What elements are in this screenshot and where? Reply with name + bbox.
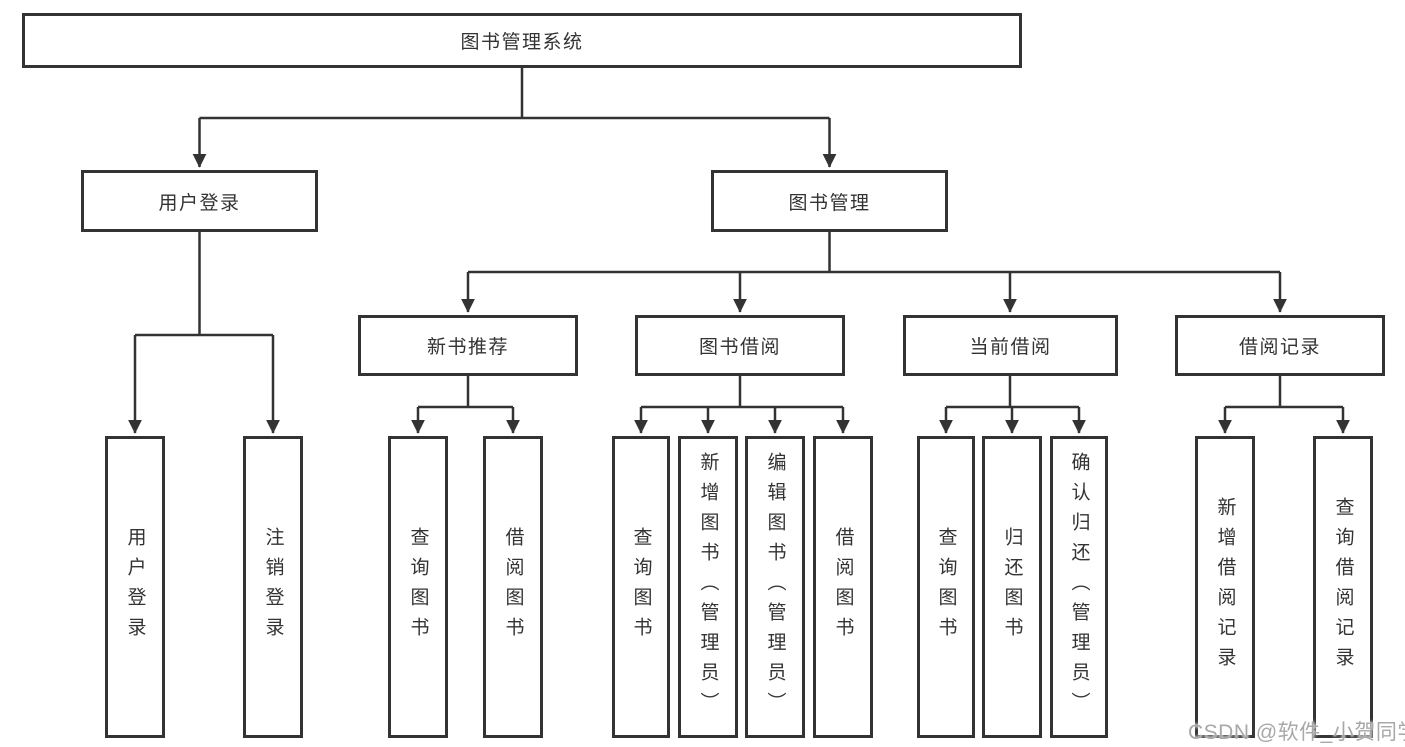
node-leaf-return-books-label: 归还图书 — [1001, 527, 1023, 647]
connector-borrow-record-children — [1218, 407, 1350, 434]
node-root-system: 图书管理系统 — [22, 13, 1022, 68]
connector-root-to-level1 — [192, 118, 837, 168]
node-leaf-query-books-borrow: 查询图书 — [612, 436, 670, 738]
node-leaf-user-login: 用户登录 — [105, 436, 165, 738]
connector-user-login-children — [128, 335, 280, 434]
node-root-system-label: 图书管理系统 — [460, 32, 584, 53]
node-borrow-record-label: 借阅记录 — [1238, 337, 1321, 358]
node-leaf-borrow-books-rec: 借阅图书 — [483, 436, 543, 738]
node-book-management-label: 图书管理 — [788, 192, 871, 214]
node-leaf-add-books-admin: 新增图书（管理员） — [678, 436, 738, 738]
node-leaf-user-login-label: 用户登录 — [124, 527, 146, 647]
node-leaf-query-books-rec-label: 查询图书 — [407, 527, 429, 647]
node-leaf-query-borrow-record-label: 查询借阅记录 — [1332, 497, 1354, 677]
node-new-book-recommend-label: 新书推荐 — [426, 337, 509, 358]
node-leaf-query-books-borrow-label: 查询图书 — [630, 527, 652, 647]
node-leaf-edit-books-admin: 编辑图书（管理员） — [745, 436, 805, 738]
node-user-login-label: 用户登录 — [158, 192, 241, 214]
node-user-login: 用户登录 — [81, 170, 318, 232]
node-leaf-return-books: 归还图书 — [982, 436, 1042, 738]
node-current-borrow: 当前借阅 — [903, 315, 1118, 376]
connector-new-book-rec-children — [411, 407, 520, 434]
node-leaf-add-borrow-record-label: 新增借阅记录 — [1214, 497, 1236, 677]
connector-book-borrow-children — [634, 407, 850, 434]
node-leaf-add-books-admin-label: 新增图书（管理员） — [697, 452, 719, 722]
node-leaf-logout-label: 注销登录 — [262, 527, 284, 647]
node-leaf-query-borrow-record: 查询借阅记录 — [1313, 436, 1373, 738]
node-leaf-confirm-return-admin-label: 确认归还（管理员） — [1068, 452, 1090, 722]
node-leaf-edit-books-admin-label: 编辑图书（管理员） — [764, 452, 786, 722]
node-leaf-borrow-books: 借阅图书 — [813, 436, 873, 738]
node-book-borrow: 图书借阅 — [635, 315, 845, 376]
node-leaf-borrow-books-label: 借阅图书 — [832, 527, 854, 647]
node-book-management: 图书管理 — [711, 170, 948, 232]
connector-current-borrow-children — [939, 407, 1086, 434]
node-leaf-query-books-rec: 查询图书 — [388, 436, 448, 738]
node-leaf-query-books-current: 查询图书 — [917, 436, 975, 738]
node-leaf-query-books-current-label: 查询图书 — [935, 527, 957, 647]
node-leaf-logout: 注销登录 — [243, 436, 303, 738]
node-current-borrow-label: 当前借阅 — [969, 337, 1052, 358]
connector-book-mgmt-children — [461, 272, 1287, 313]
node-leaf-add-borrow-record: 新增借阅记录 — [1195, 436, 1255, 738]
node-new-book-recommend: 新书推荐 — [358, 315, 578, 376]
node-leaf-borrow-books-rec-label: 借阅图书 — [502, 527, 524, 647]
node-leaf-confirm-return-admin: 确认归还（管理员） — [1050, 436, 1108, 738]
node-book-borrow-label: 图书借阅 — [698, 337, 781, 358]
csdn-watermark: CSDN @软件_小贺同学 — [1188, 721, 1405, 744]
node-borrow-record: 借阅记录 — [1175, 315, 1385, 376]
